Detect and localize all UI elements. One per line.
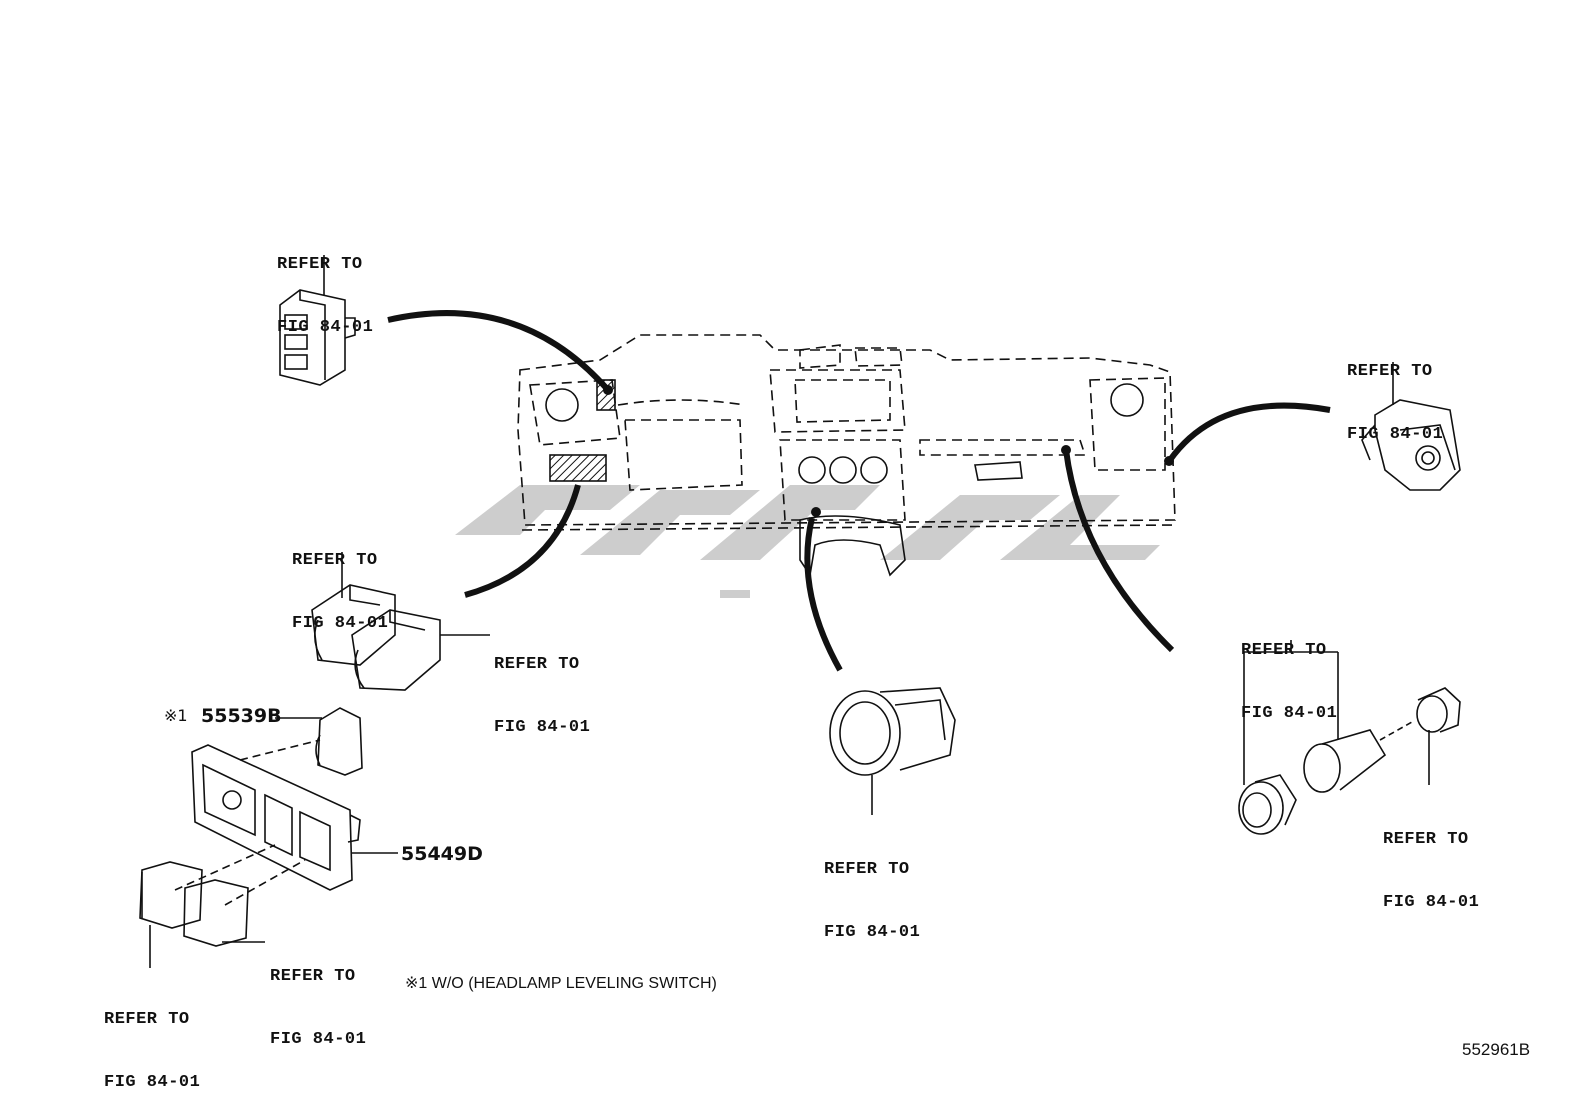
refer-label-bottom-left: REFER TO FIG 84-01 — [104, 967, 200, 1114]
part-number-55539b[interactable]: 55539B — [201, 705, 282, 727]
footnote-mark: ※1 — [164, 706, 188, 725]
diagram-code: 552961B — [1462, 1040, 1531, 1059]
dashboard-outline — [517, 334, 1176, 531]
button-switch-right — [1361, 362, 1461, 491]
socket-center — [829, 687, 956, 815]
fig-line: FIG 84-01 — [1241, 704, 1338, 723]
hatched-panel-left — [549, 454, 607, 482]
refer-label-right-mid: REFER TO FIG 84-01 — [1241, 598, 1337, 745]
refer-line: REFER TO — [104, 1010, 190, 1029]
connector-dots — [603, 385, 1174, 517]
refer-line: REFER TO — [1347, 362, 1433, 381]
dashboard-details — [545, 383, 1144, 578]
refer-label-mid-left: REFER TO FIG 84-01 — [292, 508, 388, 655]
refer-line: REFER TO — [1383, 830, 1469, 849]
fig-line: FIG 84-01 — [292, 614, 389, 633]
refer-label-right-top: REFER TO FIG 84-01 — [1347, 319, 1443, 466]
refer-line: REFER TO — [494, 655, 580, 674]
footnote-text: ※1 W/O (HEADLAMP LEVELING SWITCH) — [405, 975, 717, 992]
switch-bezel-55449d — [174, 739, 398, 906]
fig-line: FIG 84-01 — [1347, 425, 1444, 444]
refer-line: REFER TO — [270, 967, 356, 986]
fig-line: FIG 84-01 — [824, 923, 921, 942]
switch-pair-part — [311, 552, 490, 691]
bottom-switches — [139, 861, 265, 968]
triple-switch-part — [279, 255, 356, 386]
fig-line: FIG 84-01 — [270, 1030, 367, 1049]
refer-line: REFER TO — [277, 255, 363, 274]
fig-line: FIG 84-01 — [494, 718, 591, 737]
refer-line: REFER TO — [292, 551, 378, 570]
fig-line: FIG 84-01 — [277, 318, 374, 337]
refer-label-bottom-left-2: REFER TO FIG 84-01 — [270, 924, 366, 1071]
fig-line: FIG 84-01 — [104, 1073, 201, 1092]
refer-line: REFER TO — [824, 860, 910, 879]
fig-line: FIG 84-01 — [1383, 893, 1480, 912]
switch-55539b — [275, 707, 363, 776]
refer-label-mid-left-2: REFER TO FIG 84-01 — [494, 612, 590, 759]
refer-label-center-bottom: REFER TO FIG 84-01 — [824, 817, 920, 964]
part-number-55449d[interactable]: 55449D — [401, 843, 483, 865]
connector-curves — [387, 310, 1331, 672]
refer-line: REFER TO — [1241, 641, 1327, 660]
socket-parts-right — [1238, 640, 1461, 835]
refer-label-right-low: REFER TO FIG 84-01 — [1383, 787, 1479, 934]
refer-label-top-left: REFER TO FIG 84-01 — [277, 212, 373, 359]
